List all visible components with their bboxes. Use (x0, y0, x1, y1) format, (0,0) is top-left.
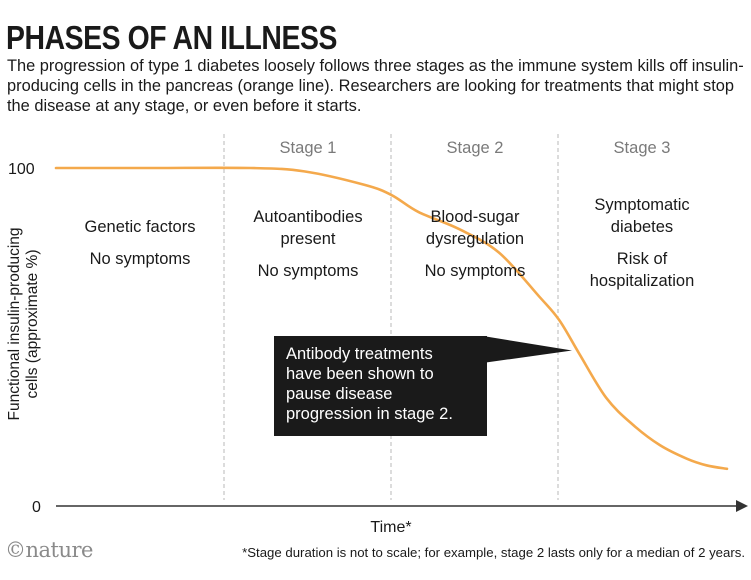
stage-description-line: dysregulation (426, 230, 524, 248)
stage-label: Stage 3 (614, 139, 671, 157)
annotation-text-line: Antibody treatments (286, 345, 433, 363)
stage-description-line: No symptoms (258, 262, 359, 280)
annotation-text-line: progression in stage 2. (286, 405, 453, 423)
stage-description-line: Blood-sugar (431, 208, 520, 226)
stage-description-line: No symptoms (425, 262, 526, 280)
annotation-box (274, 336, 487, 436)
y-axis-label: Functional insulin-producingcells (appro… (6, 227, 41, 420)
annotation-text-line: pause disease (286, 385, 392, 403)
stage-description-line: Genetic factors (85, 218, 196, 236)
annotation-pointer (486, 336, 573, 363)
footnote: *Stage duration is not to scale; for exa… (242, 545, 745, 560)
y-tick-label: 0 (32, 499, 41, 516)
nature-logo: ©nature (5, 538, 93, 562)
stage-description-line: diabetes (611, 218, 673, 236)
stage-label: Stage 2 (447, 139, 504, 157)
stage-description-line: present (280, 230, 335, 248)
stage-description-line: Autoantibodies (253, 208, 362, 226)
annotation-text-line: have been shown to (286, 365, 434, 383)
y-tick-label: 100 (8, 161, 35, 178)
stage-description-line: Symptomatic (594, 196, 689, 214)
x-axis-label: Time* (370, 519, 411, 536)
y-axis-label-line: cells (approximate %) (24, 249, 41, 398)
chart-subtitle: The progression of type 1 diabetes loose… (7, 57, 744, 115)
x-axis-arrow (736, 500, 748, 512)
chart-title: PHASES OF AN ILLNESS (6, 19, 337, 56)
stage-description-line: No symptoms (90, 250, 191, 268)
stage-description-line: hospitalization (590, 272, 695, 290)
stage-description-line: Risk of (617, 250, 668, 268)
stage-label: Stage 1 (280, 139, 337, 157)
y-axis-label-line: Functional insulin-producing (6, 227, 23, 420)
insulin-cells-line (54, 166, 729, 471)
